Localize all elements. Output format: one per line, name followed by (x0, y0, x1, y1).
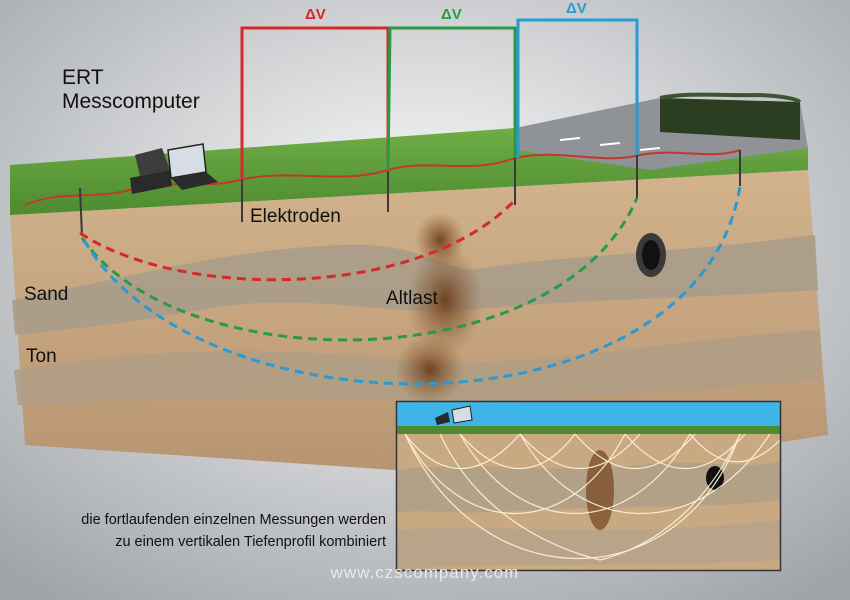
caption-line1: die fortlaufenden einzelnen Messungen we… (0, 510, 386, 531)
watermark: www.czscompany.com (0, 563, 850, 583)
caption-line2: zu einem vertikalen Tiefenprofil kombini… (0, 532, 386, 553)
dv-label-blue: ΔV (566, 0, 587, 17)
device-label: ERT Messcomputer (62, 66, 200, 114)
contamination-label: Altlast (386, 288, 438, 310)
device-label-line1: ERT (62, 66, 200, 90)
depth-profile-inset (396, 401, 781, 571)
sand-label: Sand (24, 284, 68, 306)
clay-label: Ton (26, 346, 57, 368)
dv-label-green: ΔV (441, 6, 462, 23)
dv-label-red: ΔV (305, 6, 326, 23)
device-label-line2: Messcomputer (62, 90, 200, 114)
electrodes-label: Elektroden (250, 206, 341, 228)
